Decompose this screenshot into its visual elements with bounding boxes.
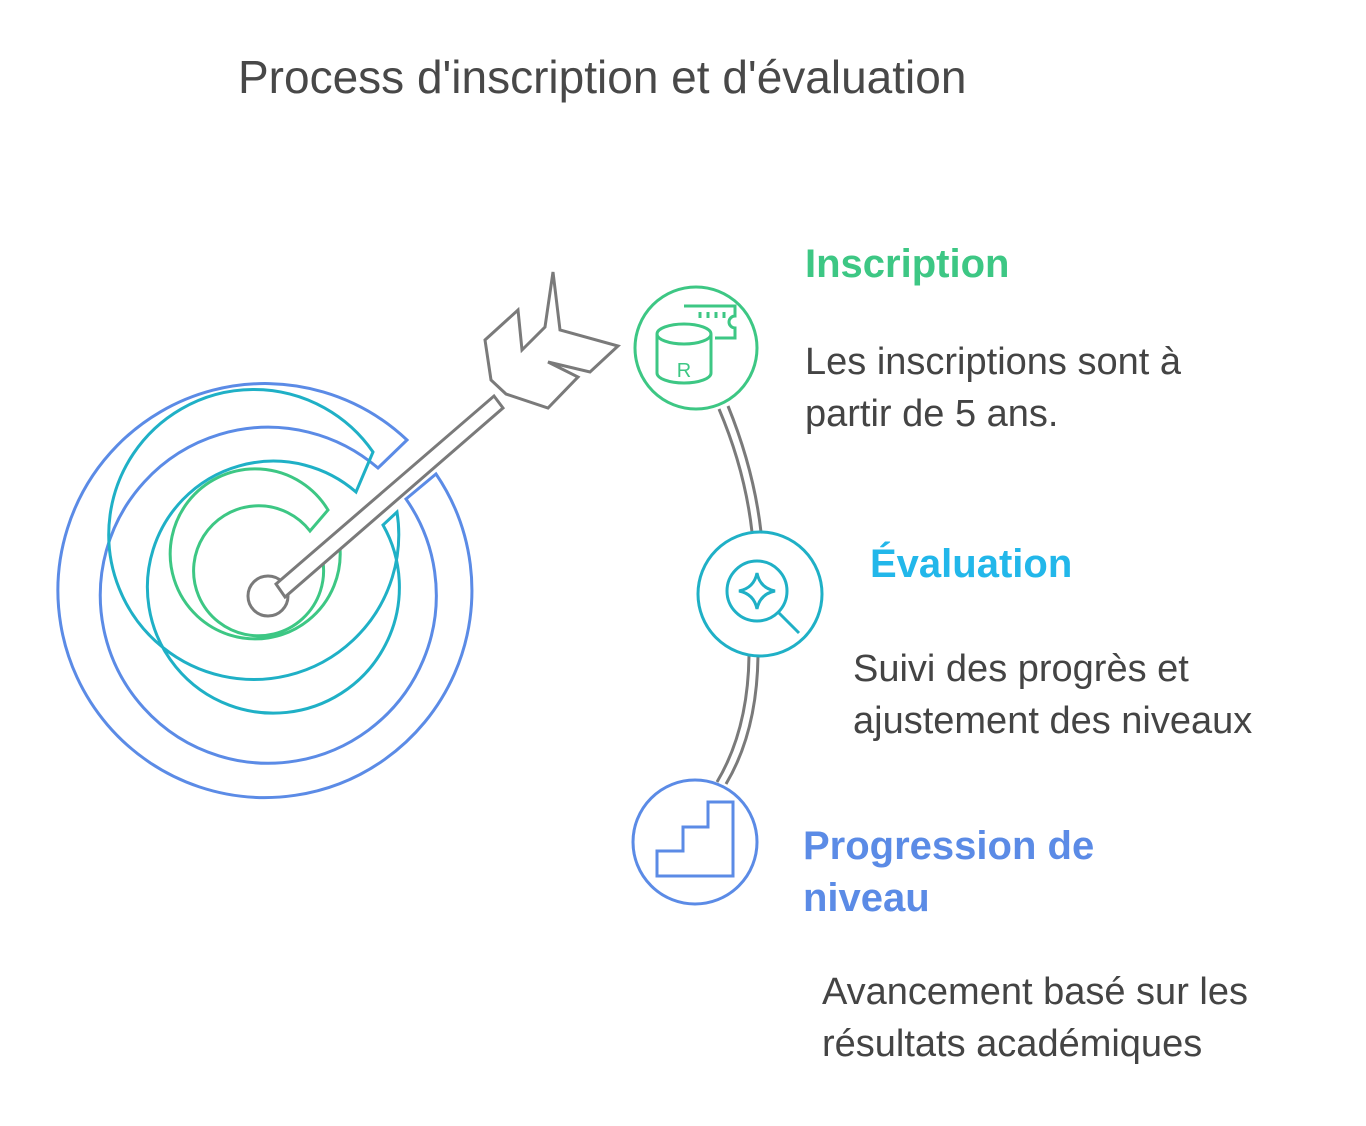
arrow-icon: [273, 271, 621, 600]
connector-path: [715, 405, 763, 785]
step-inscription-icon-circle: R: [633, 285, 759, 411]
database-ticket-icon: [655, 304, 737, 385]
step-progression-description: Avancement basé sur les résultats académ…: [822, 971, 1248, 1065]
step-evaluation-title: Évaluation: [870, 542, 1073, 586]
step-progression-title: Progression de niveau: [803, 824, 1095, 920]
diagram-title: Process d'inscription et d'évaluation: [238, 51, 967, 103]
step-evaluation-icon-circle: [696, 530, 824, 658]
step-inscription-title: Inscription: [805, 242, 1010, 286]
step-inscription-description: Les inscriptions sont à partir de 5 ans.: [805, 341, 1181, 435]
target-icon: [56, 382, 474, 799]
step-evaluation-description: Suivi des progrès et ajustement des nive…: [853, 648, 1253, 742]
database-label: R: [677, 360, 691, 382]
stairs-icon: [655, 800, 735, 878]
magnifier-sparkle-icon: [725, 559, 801, 635]
step-progression-icon-circle: [631, 778, 759, 906]
